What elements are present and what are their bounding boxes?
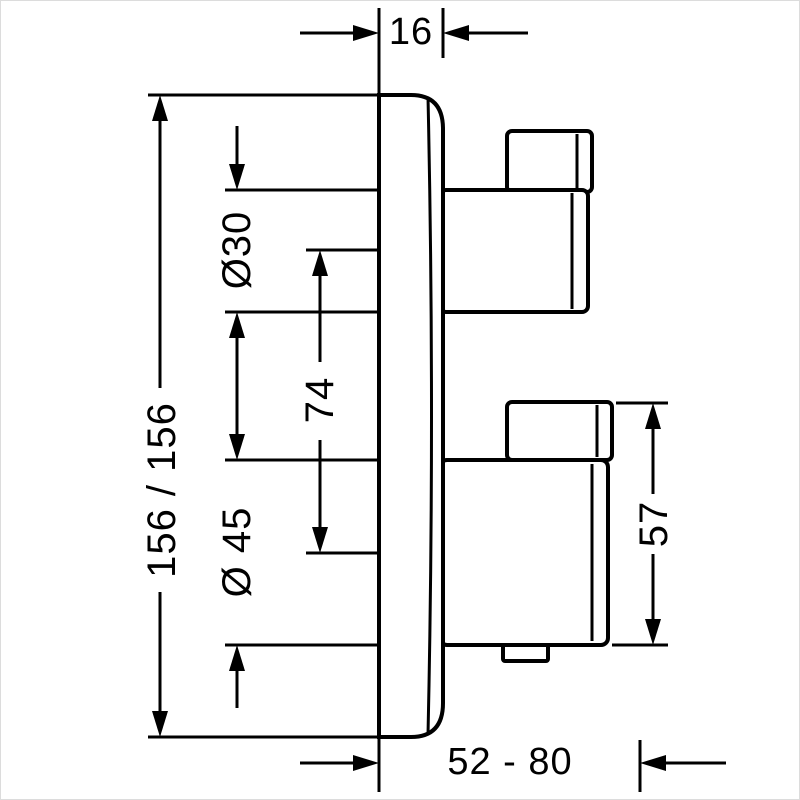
arrow-up-icon: [229, 312, 245, 338]
lower-handle: [438, 400, 614, 663]
dim-handle-height-label: 57: [632, 500, 676, 548]
dim-upper-diameter-label: Ø30: [215, 210, 259, 290]
arrow-up-icon: [229, 645, 245, 671]
escutcheon-plate: [377, 93, 445, 739]
dimension-lines: [148, 8, 726, 792]
arrow-down-icon: [312, 527, 328, 553]
arrow-left-icon: [443, 25, 469, 41]
arrow-down-icon: [229, 164, 245, 190]
arrow-left-icon: [640, 755, 666, 771]
dim-overall-height-label: 156 / 156: [140, 402, 184, 578]
arrow-down-icon: [229, 434, 245, 460]
dim-center-distance-label: 74: [298, 376, 342, 424]
arrow-up-icon: [645, 403, 661, 429]
upper-handle: [438, 129, 594, 314]
arrow-right-icon: [353, 25, 379, 41]
arrow-up-icon: [152, 95, 168, 121]
dim-lower-diameter-label: Ø 45: [215, 506, 259, 598]
arrow-right-icon: [353, 755, 379, 771]
arrow-down-icon: [152, 711, 168, 737]
dim-install-depth-label: 52 - 80: [447, 741, 573, 783]
dim-plate-depth-label: 16: [388, 11, 434, 53]
arrow-down-icon: [645, 619, 661, 645]
arrow-up-icon: [312, 250, 328, 276]
